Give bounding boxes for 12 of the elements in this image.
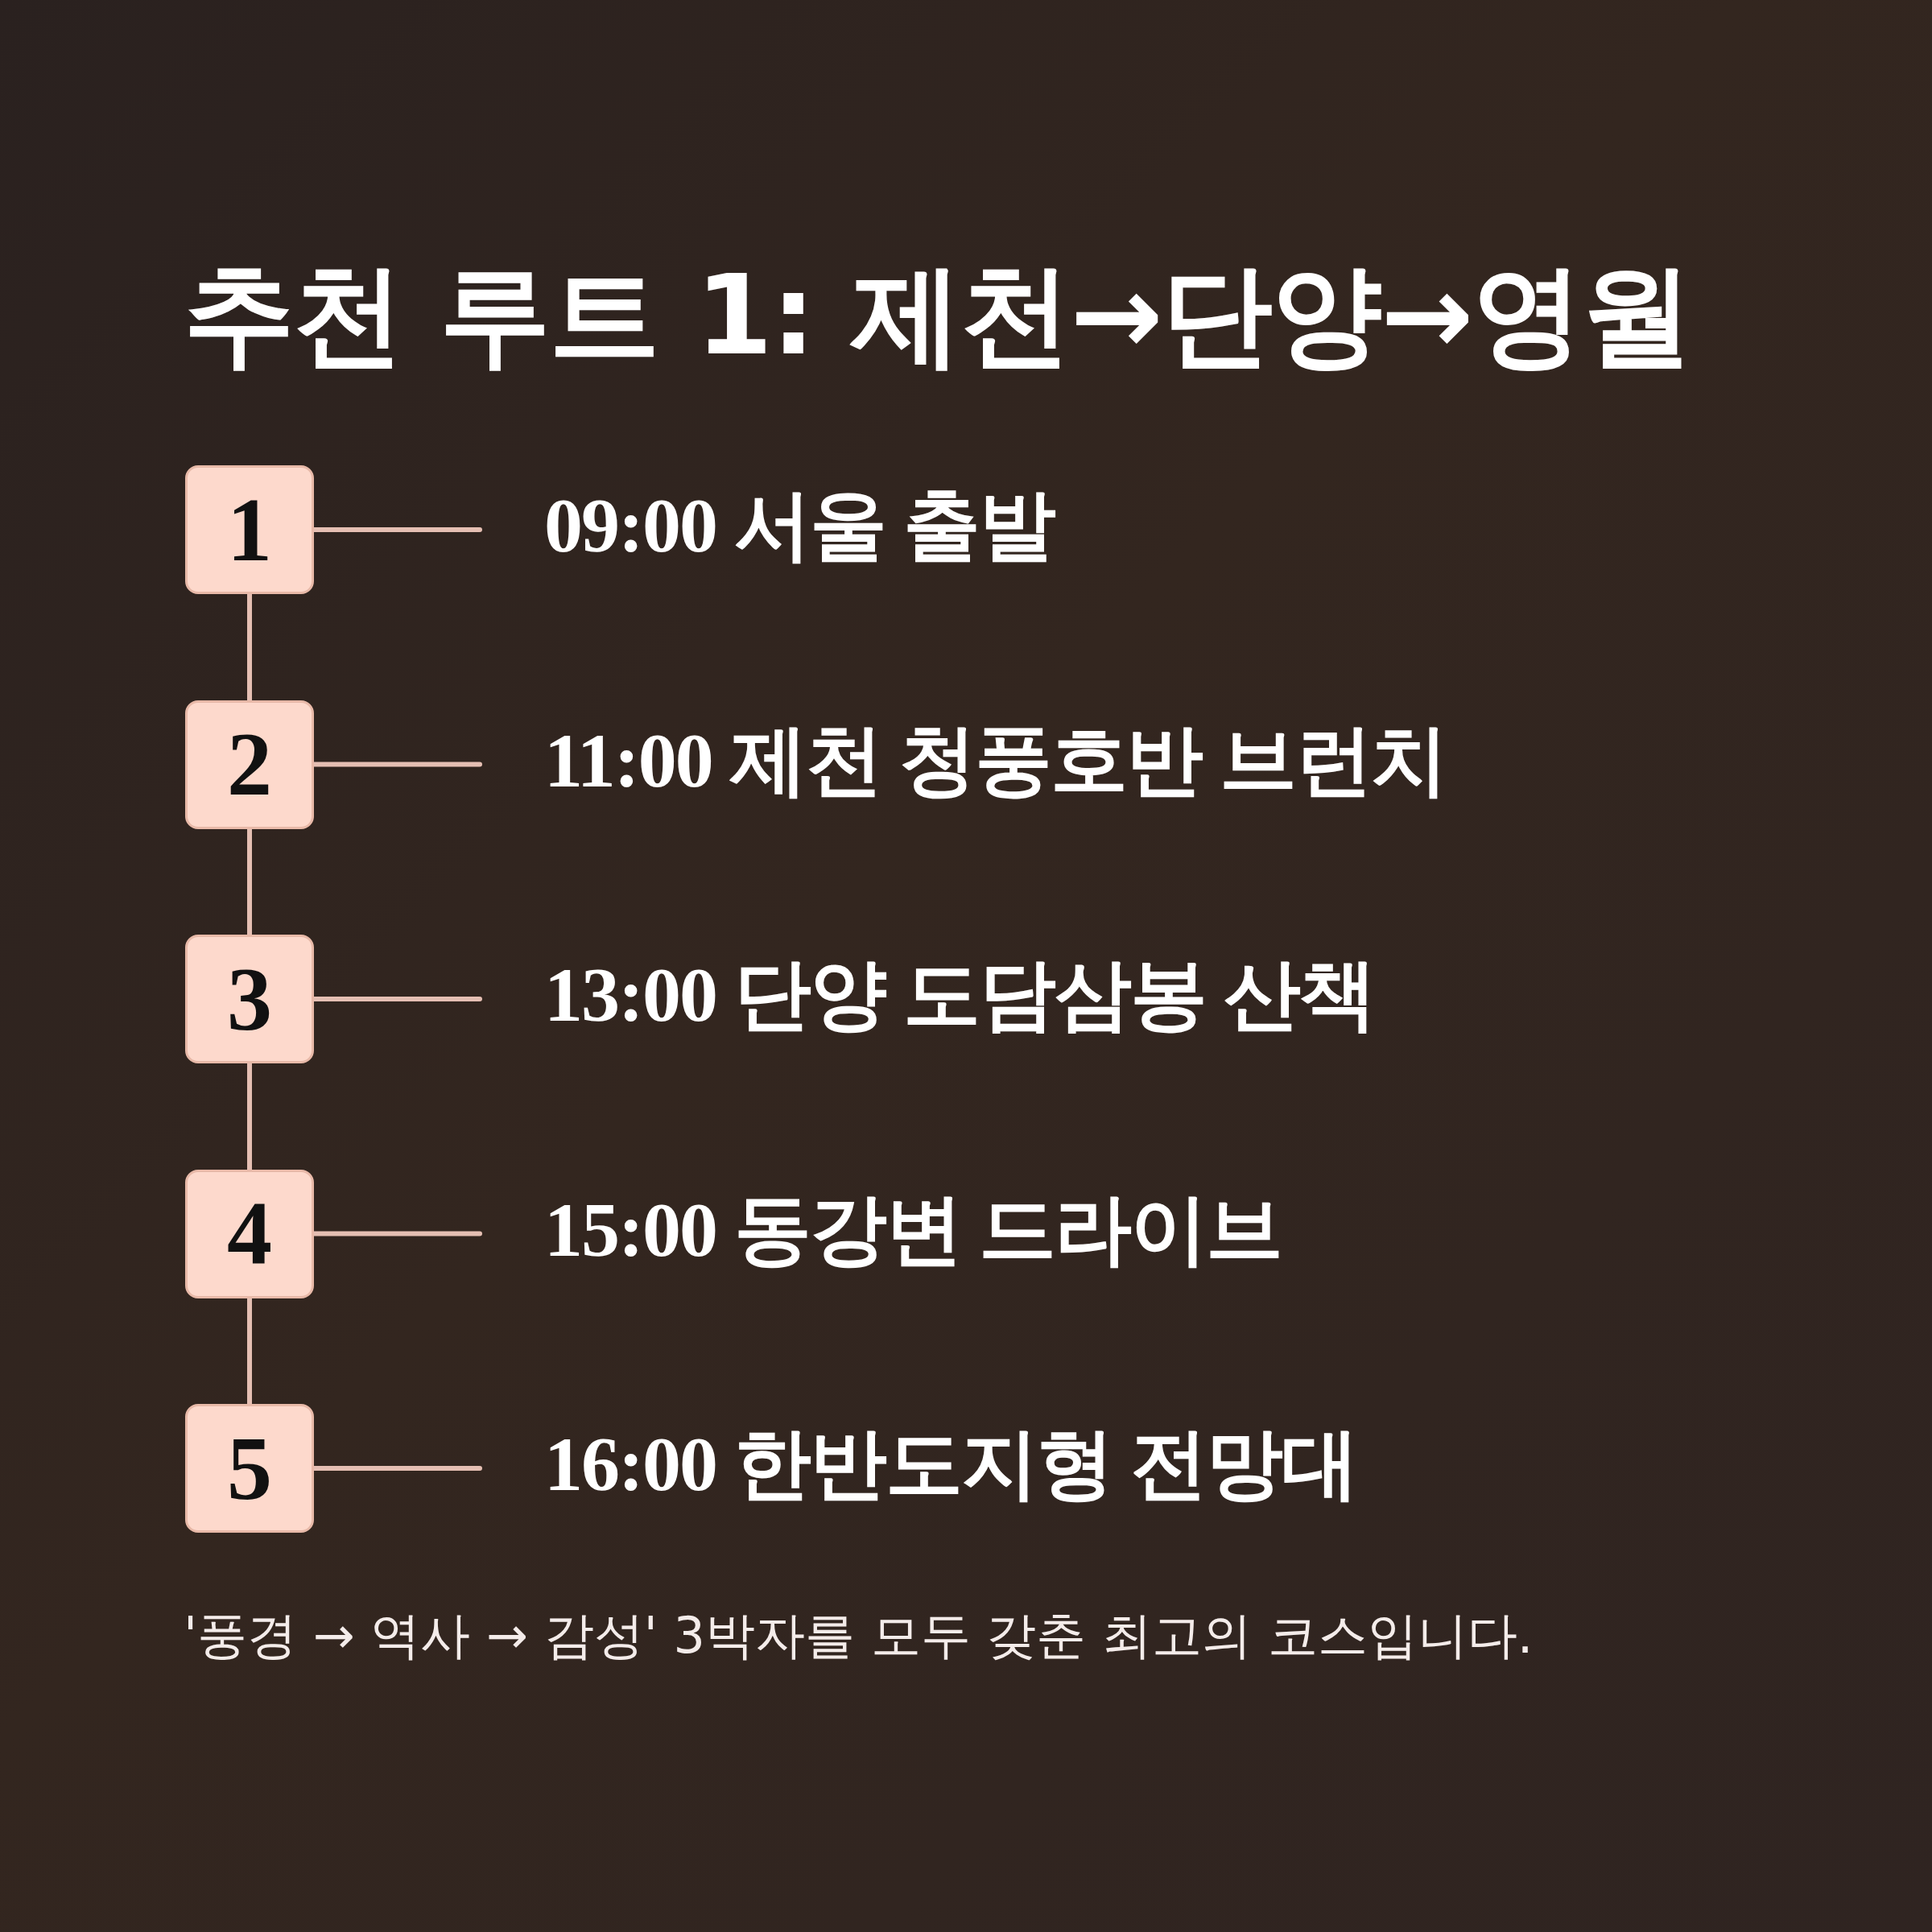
step-label: 09:00 서울 출발 <box>544 483 1055 568</box>
title: 추천 루트 1: 제천→단양→영월 <box>184 250 1691 382</box>
step-number-box: 2 <box>185 700 314 829</box>
step-number-box: 3 <box>185 935 314 1063</box>
caption: '풍경 → 역사 → 감성' 3박자를 모두 갖춘 최고의 코스입니다. <box>184 1605 1534 1666</box>
step-label: 15:00 동강변 드라이브 <box>544 1187 1282 1273</box>
step-label: 16:00 한반도지형 전망대 <box>544 1422 1357 1507</box>
step-label: 11:00 제천 청풍호반 브런치 <box>544 717 1447 803</box>
step-number-box: 1 <box>185 465 314 594</box>
step-label: 13:00 단양 도담삼봉 산책 <box>544 952 1375 1038</box>
step-number-box: 4 <box>185 1169 314 1298</box>
step-number-box: 5 <box>185 1404 314 1533</box>
